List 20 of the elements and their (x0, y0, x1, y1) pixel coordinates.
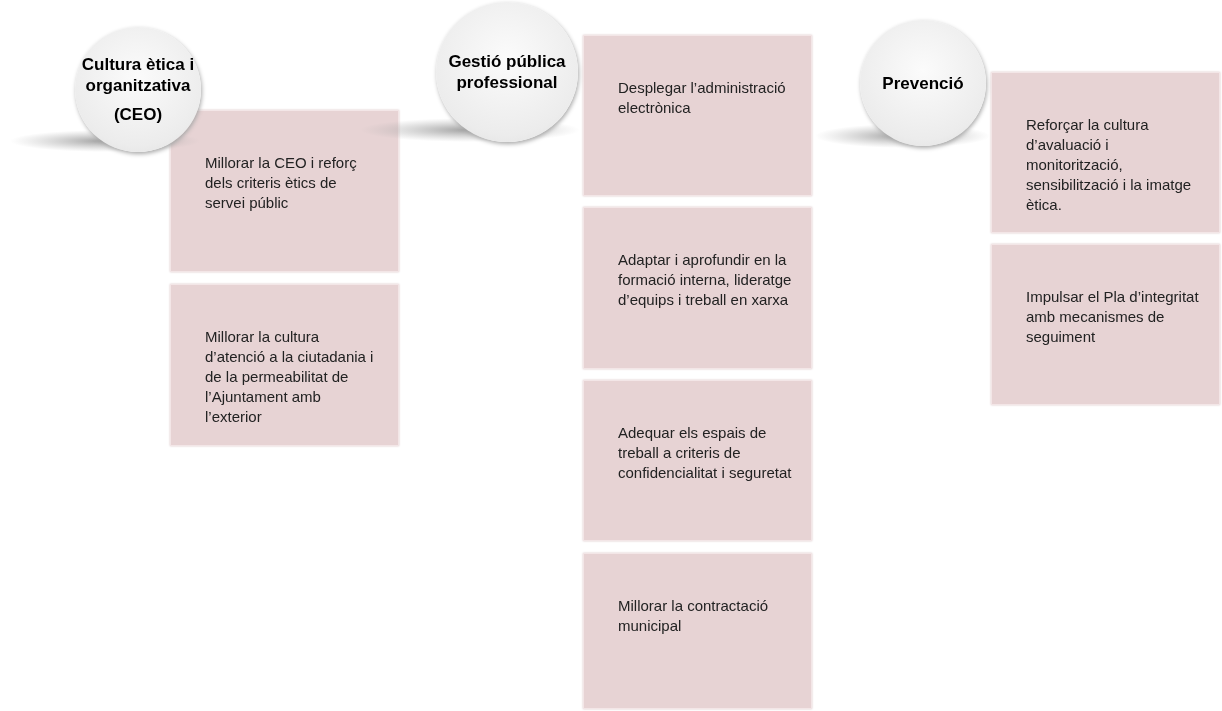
goal-text: Adaptar i aprofundir en la formació interna, lideratge d’equips i treball en xarxa (618, 251, 792, 308)
goal-box (583, 207, 812, 369)
category-title: Prevenció (882, 72, 964, 94)
goal-box (170, 110, 399, 272)
goal-text: Desplegar l’administració electrònica (618, 79, 786, 116)
category-title: (CEO) (113, 104, 163, 125)
goal-text: Impulsar el Pla d’integritat amb mecanismes de seguiment (1026, 288, 1199, 345)
goal-box (170, 284, 399, 446)
category-title: Gestió pública professional (447, 51, 567, 93)
goal-text: Millorar la cultura d’atenció a la ciutadania i de la permeabilitat de l’Ajuntament amb l’exterior (205, 328, 374, 425)
goal-box (583, 380, 812, 541)
goal-box (583, 35, 812, 196)
goal-box (991, 72, 1220, 233)
goal-text: Reforçar la cultura d’avaluació i monitorització, sensibilització i la imatge ètica. (1026, 116, 1192, 213)
goal-text: Adequar els espais de treball a criteris de confidencialitat i seguretat (618, 424, 792, 481)
goal-text: Millorar la CEO i reforç dels criteris ètics de servei públic (205, 154, 357, 211)
goal-box (991, 244, 1220, 405)
goal-text: Millorar la contractació municipal (618, 597, 769, 634)
goal-box (583, 553, 812, 709)
category-title: Cultura ètica i organitzativa (80, 54, 196, 96)
